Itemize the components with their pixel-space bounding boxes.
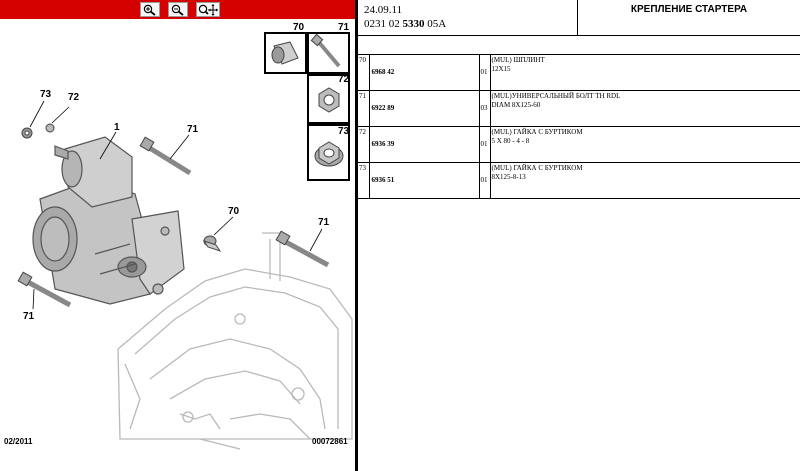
part-number-suffix: 05A	[427, 18, 447, 30]
part-name: (MUL) ГАЙКА С БУРТИКОМ	[491, 164, 583, 172]
header-date: 24.09.11	[364, 4, 403, 16]
zoom-in-icon	[143, 4, 156, 16]
thumbnail-part-71[interactable]	[307, 32, 350, 74]
page-title: КРЕПЛЕНИЕ СТАРТЕРА	[578, 0, 800, 36]
thumbnail-label-70: 70	[293, 22, 305, 33]
zoom-out-icon	[171, 4, 184, 16]
header-info: 24.09.11 0231 02 5330 05A	[358, 0, 578, 36]
diagram-number: 00072861	[312, 437, 348, 446]
part-position: 72	[358, 126, 370, 163]
bolt-icon	[310, 33, 341, 68]
zoom-pan-icon	[198, 3, 218, 16]
part-quantity: 01	[478, 54, 491, 91]
callout-71-left[interactable]: 71	[23, 311, 35, 322]
small-parts	[21, 123, 222, 252]
part-spec: 12X15	[491, 65, 511, 73]
part-name: (MUL) ГАЙКА С БУРТИКОМ	[491, 128, 583, 136]
flange-nut-large-icon	[314, 141, 344, 167]
callout-70[interactable]: 70	[228, 206, 240, 217]
exploded-view-drawing	[17, 100, 353, 450]
thumbnail-part-73[interactable]	[307, 124, 350, 181]
part-position: 71	[358, 90, 370, 127]
part-spec: 8X125-8-13	[491, 173, 526, 181]
callout-71-right[interactable]: 71	[318, 217, 330, 228]
flange-nut-icon	[318, 87, 340, 113]
callout-73[interactable]: 73	[40, 89, 52, 100]
diagram-toolbar	[0, 0, 355, 19]
pane-divider	[355, 0, 358, 471]
gearbox-housing	[117, 232, 353, 450]
thumbnail-part-72[interactable]	[307, 74, 350, 124]
part-quantity: 03	[478, 90, 491, 127]
part-spec: DIAM 8X125-60	[491, 101, 541, 109]
callout-1[interactable]: 1	[114, 122, 120, 133]
thumbnail-label-71: 71	[338, 22, 350, 33]
zoom-in-button[interactable]	[140, 2, 160, 17]
zoom-pan-button[interactable]	[196, 2, 220, 17]
diagram-pane: 70 71 72 73 73 72 1 71 70 71 71 02/2011 …	[0, 0, 355, 471]
part-reference[interactable]: 6968 42	[368, 54, 480, 91]
part-number-bold: 5330	[402, 18, 425, 30]
part-reference[interactable]: 6936 51	[368, 162, 480, 199]
part-name: (MUL) ШПЛИНТ	[491, 56, 545, 64]
part-spec: 5 X 80 - 4 - 8	[491, 137, 530, 145]
callout-71-top[interactable]: 71	[187, 124, 199, 135]
callout-72[interactable]: 72	[68, 92, 80, 103]
part-quantity: 01	[478, 162, 491, 199]
thumbnail-label-73: 73	[338, 126, 350, 137]
part-reference[interactable]: 6922 89	[368, 90, 480, 127]
part-position: 70	[358, 54, 370, 91]
thumbnail-label-72: 72	[338, 74, 350, 85]
part-reference[interactable]: 6936 39	[368, 126, 480, 163]
parts-pane: 24.09.11 0231 02 5330 05A КРЕПЛЕНИЕ СТАР…	[358, 0, 800, 471]
bushing-icon	[271, 41, 299, 65]
header-part-number: 0231 02 5330 05A	[364, 17, 571, 31]
leader-lines	[29, 100, 323, 310]
zoom-out-button[interactable]	[168, 2, 188, 17]
part-number-prefix: 0231 02	[364, 18, 400, 30]
starter-motor	[32, 136, 185, 305]
thumbnail-part-70[interactable]	[264, 32, 307, 74]
part-quantity: 01	[478, 126, 491, 163]
diagram-date: 02/2011	[4, 437, 33, 446]
part-name: (MUL)УНИВЕРСАЛЬНЫЙ БОЛТ TH RDL	[491, 92, 621, 100]
bolt-graphics	[17, 136, 330, 308]
part-position: 73	[358, 162, 370, 199]
